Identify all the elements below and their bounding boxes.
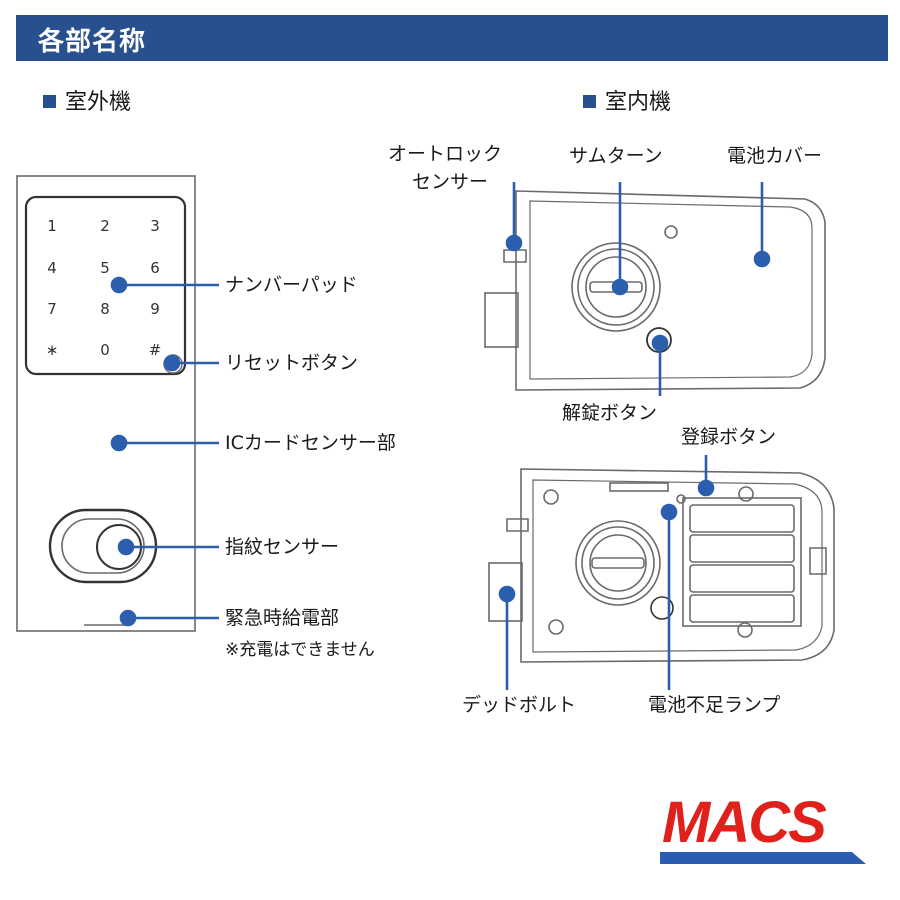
key-1: 1 bbox=[47, 217, 57, 235]
indoor-heading: 室内機 bbox=[583, 84, 671, 116]
key-3: 3 bbox=[150, 217, 160, 235]
indoor-unit-bottom-drawing bbox=[488, 468, 835, 663]
unlock-button-label: 解錠ボタン bbox=[562, 402, 658, 424]
key-7: 7 bbox=[47, 300, 57, 318]
key-4: 4 bbox=[47, 259, 57, 277]
key-5: 5 bbox=[100, 259, 110, 277]
outdoor-heading: 室外機 bbox=[43, 84, 131, 116]
deadbolt-label: デッドボルト bbox=[462, 694, 577, 716]
autolock-sensor-label-line1: オートロック bbox=[388, 143, 503, 165]
key-2: 2 bbox=[100, 217, 110, 235]
outdoor-unit-drawing bbox=[16, 175, 196, 632]
square-bullet-icon bbox=[43, 95, 56, 108]
square-bullet-icon bbox=[583, 95, 596, 108]
pointer-lines bbox=[110, 182, 771, 690]
key-0: 0 bbox=[100, 341, 110, 359]
logo-text: MACS bbox=[662, 790, 827, 855]
low-battery-lamp-label: 電池不足ランプ bbox=[648, 694, 781, 716]
register-button-label: 登録ボタン bbox=[681, 426, 777, 448]
key-hash: # bbox=[148, 341, 162, 359]
fingerprint-sensor-label: 指紋センサー bbox=[225, 536, 340, 558]
battery-cover-label: 電池カバー bbox=[727, 145, 823, 167]
number-pad-label: ナンバーパッド bbox=[225, 274, 358, 296]
thumb-turn-label: サムターン bbox=[569, 145, 663, 167]
page-title: 各部名称 bbox=[38, 27, 147, 57]
indoor-unit-top-drawing bbox=[484, 190, 826, 391]
key-6: 6 bbox=[150, 259, 160, 277]
title-bar: 各部名称 bbox=[16, 15, 888, 61]
key-asterisk: ∗ bbox=[45, 341, 59, 359]
ic-sensor-label: ICカードセンサー部 bbox=[225, 432, 396, 454]
autolock-sensor-label-line2: センサー bbox=[412, 171, 489, 193]
emergency-note: ※充電はできません bbox=[225, 640, 375, 660]
reset-button-label: リセットボタン bbox=[225, 352, 359, 374]
macs-logo: MACS bbox=[660, 790, 866, 864]
emergency-power-label: 緊急時給電部 bbox=[225, 607, 340, 629]
key-9: 9 bbox=[150, 300, 160, 318]
key-8: 8 bbox=[100, 300, 110, 318]
